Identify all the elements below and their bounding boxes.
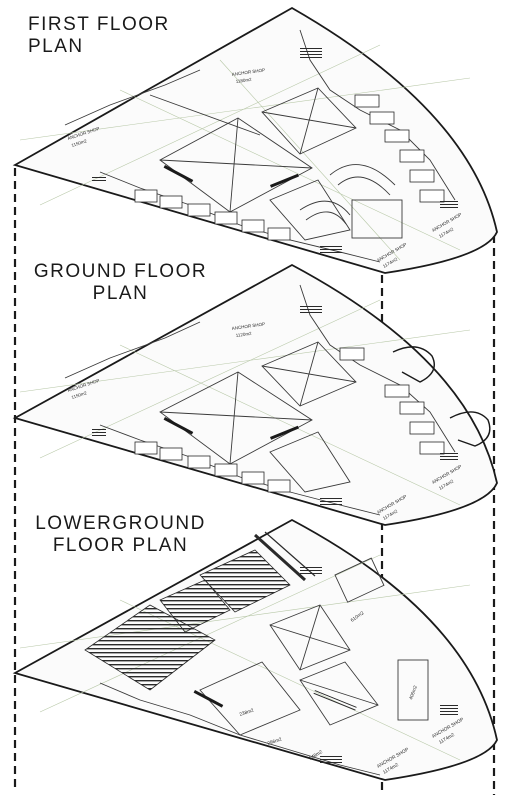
first-floor-escalators bbox=[92, 48, 458, 255]
ff-anchor-top-area: 1180m2 bbox=[235, 77, 252, 84]
first-floor-shop-units bbox=[134, 94, 445, 241]
lower-ground-floor-plan: 610m2 406m2 238m2 296m2 148m2 ANCHOR SHO… bbox=[12, 518, 498, 781]
lg-area-c: 238m2 bbox=[239, 708, 255, 718]
first-floor-title: FIRST FLOOR PLAN bbox=[28, 14, 228, 58]
connector-lines bbox=[13, 168, 496, 795]
ground-floor-outline bbox=[12, 263, 498, 526]
lower-ground-ramps bbox=[193, 565, 458, 765]
first-floor-grid bbox=[19, 44, 471, 261]
ff-anchor-left-area: 1150m2 bbox=[71, 138, 88, 148]
ground-floor-shop-units bbox=[134, 347, 445, 493]
ground-floor-escalators bbox=[92, 305, 458, 507]
first-floor-outline bbox=[12, 6, 498, 274]
ff-anchor-top-label: ANCHOR SHOP bbox=[231, 67, 265, 77]
first-floor-title-text: FIRST FLOOR PLAN bbox=[28, 14, 170, 57]
lg-area-d: 296m2 bbox=[267, 737, 283, 747]
gf-anchor-top-label: ANCHOR SHOP bbox=[231, 321, 265, 331]
ground-floor-entrance-canopies bbox=[392, 346, 491, 447]
first-floor-plan: ANCHOR SHOP 1180m2 ANCHOR SHOP 1150m2 AN… bbox=[12, 6, 498, 274]
gf-anchor-left-area: 1150m2 bbox=[71, 390, 88, 400]
lower-ground-title-line1: LOWERGROUND bbox=[35, 513, 206, 534]
lg-area-b: 406m2 bbox=[408, 685, 419, 701]
lower-ground-title-line2: FLOOR PLAN bbox=[52, 535, 189, 556]
ground-floor-plan: ANCHOR SHOP 1120m2 ANCHOR SHOP 1150m2 AN… bbox=[12, 263, 498, 526]
ground-floor-title-line1: GROUND FLOOR bbox=[33, 261, 208, 282]
lower-ground-title: LOWERGROUND FLOOR PLAN bbox=[28, 513, 213, 557]
gf-anchor-top-area: 1120m2 bbox=[235, 331, 252, 338]
ground-floor-title: GROUND FLOOR PLAN bbox=[28, 261, 213, 305]
lower-ground-outline bbox=[12, 518, 498, 781]
lower-ground-parking bbox=[84, 531, 316, 691]
ground-floor-title-line2: PLAN bbox=[92, 283, 149, 304]
